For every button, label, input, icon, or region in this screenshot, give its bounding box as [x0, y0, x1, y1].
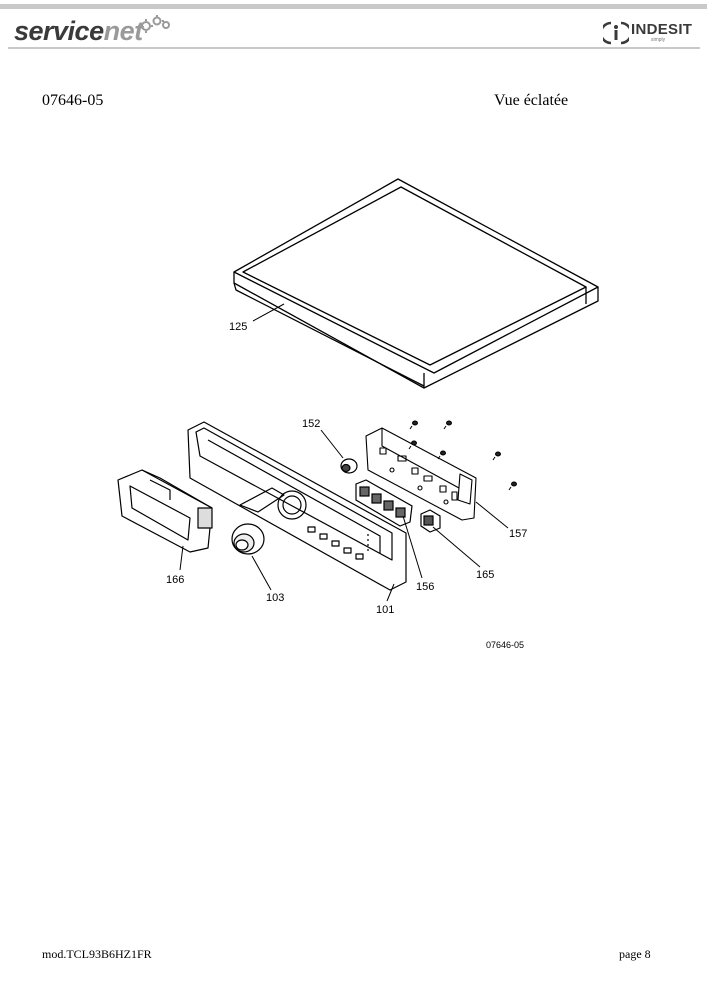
control-panel-fascia [187, 421, 407, 591]
servicenet-logo: servicenet [14, 16, 143, 46]
part-label-103: 103 [266, 592, 284, 604]
part-label-125: 125 [229, 321, 247, 333]
logo-text-service: service [14, 16, 104, 46]
part-label-152: 152 [302, 418, 320, 430]
screws [408, 420, 517, 491]
single-button [420, 509, 441, 533]
header-rule [8, 47, 700, 49]
logo-text-net: net [103, 16, 144, 46]
drawing-reference: 07646-05 [486, 640, 524, 650]
part-label-101: 101 [376, 604, 394, 616]
indesit-wordmark: INDESIT [631, 21, 693, 38]
button-cluster [355, 479, 413, 527]
top-rule [0, 4, 707, 9]
leader-lines [179, 303, 509, 602]
exploded-view-diagram: 125 152 157 166 103 156 165 101 07646-05 [117, 178, 599, 650]
indesit-i-icon [599, 21, 633, 45]
indesit-logo: INDESIT simply [599, 20, 692, 46]
indesit-tagline: simply [651, 37, 666, 43]
footer-model: mod.TCL93B6HZ1FR [42, 947, 152, 961]
part-label-157: 157 [509, 528, 527, 540]
detergent-drawer [117, 469, 213, 553]
view-title: Vue éclatée [494, 92, 569, 109]
footer-page-number: page 8 [619, 947, 651, 961]
top-lid [233, 178, 599, 389]
document-code: 07646-05 [42, 92, 104, 109]
part-label-165: 165 [476, 569, 494, 581]
selector-knob [231, 523, 265, 555]
small-knob [340, 458, 358, 474]
gears-icon [139, 15, 170, 33]
part-label-156: 156 [416, 581, 434, 593]
electronic-board [365, 427, 477, 521]
part-label-166: 166 [166, 574, 184, 586]
